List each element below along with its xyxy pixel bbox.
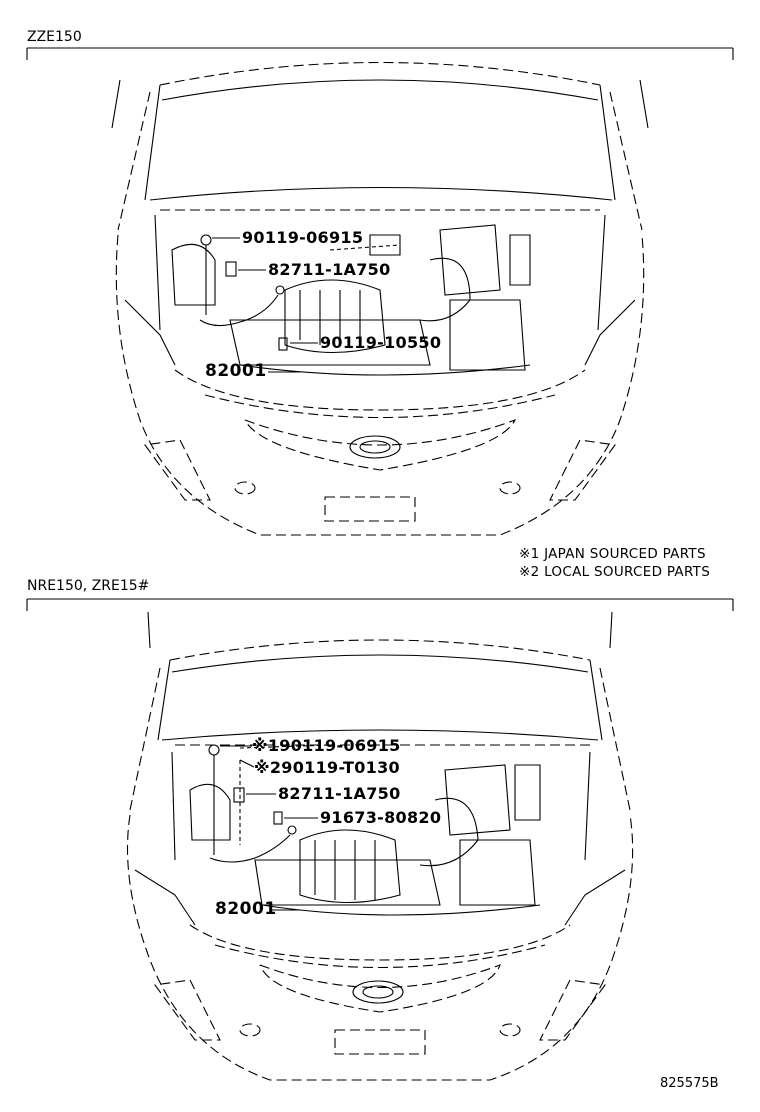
- car-front-top: [111, 61, 649, 536]
- part-label-82711-1a750-b[interactable]: 82711-1A750: [278, 784, 401, 803]
- section-title-zze150: ZZE150: [27, 29, 82, 45]
- note-local-sourced: ※2 LOCAL SOURCED PARTS: [519, 564, 711, 580]
- leader-lines-top: [212, 237, 318, 373]
- part-label-90119-10550[interactable]: 90119-10550: [320, 333, 442, 352]
- note-japan-sourced: ※1 JAPAN SOURCED PARTS: [519, 546, 706, 562]
- part-label-90119-t0130-local[interactable]: ※290119-T0130: [254, 758, 400, 777]
- car-front-bottom: [126, 611, 634, 1081]
- leader-lines-bottom: [220, 745, 318, 911]
- section-frame-top: [26, 47, 734, 60]
- part-label-82711-1a750[interactable]: 82711-1A750: [268, 260, 391, 279]
- part-label-91673-80820[interactable]: 91673-80820: [320, 808, 442, 827]
- part-label-90119-06915-japan[interactable]: ※190119-06915: [252, 736, 401, 755]
- section-title-nre150: NRE150, ZRE15#: [27, 578, 150, 594]
- drawing-code: 825575B: [660, 1076, 719, 1091]
- assembly-label-82001[interactable]: 82001: [205, 361, 267, 381]
- part-label-90119-06915[interactable]: 90119-06915: [242, 228, 364, 247]
- section-frame-bottom: [26, 598, 734, 611]
- assembly-label-82001-b[interactable]: 82001: [215, 899, 277, 919]
